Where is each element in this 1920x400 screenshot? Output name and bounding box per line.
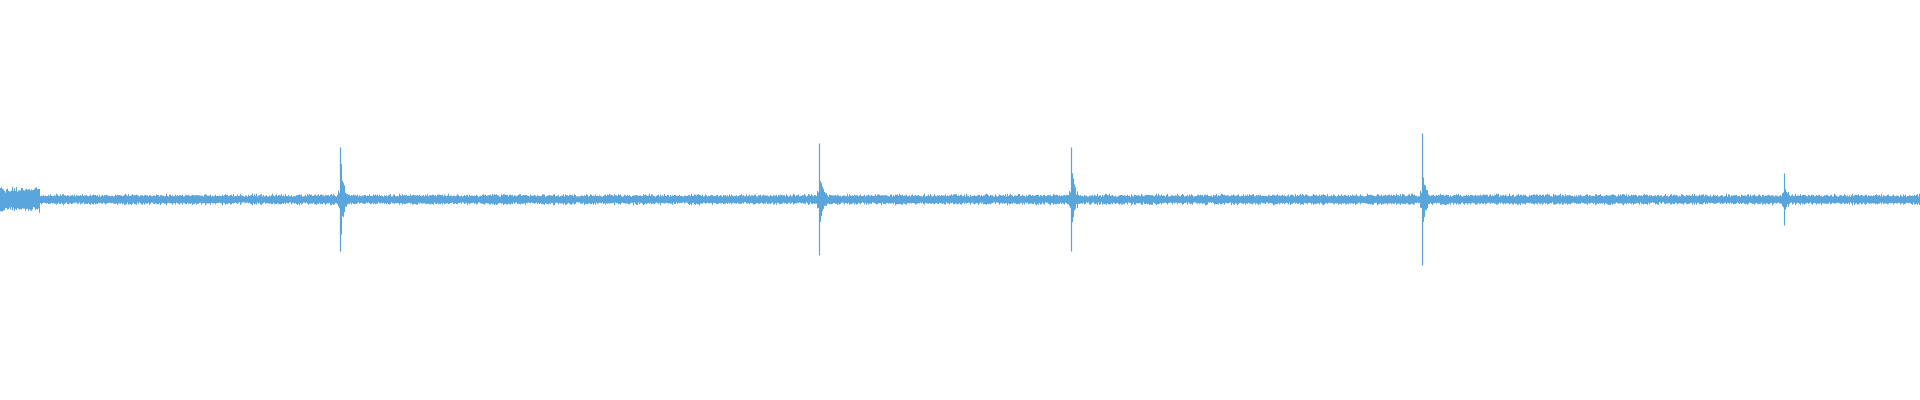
waveform-trace [0,154,1920,245]
waveform-transients [339,133,1786,266]
